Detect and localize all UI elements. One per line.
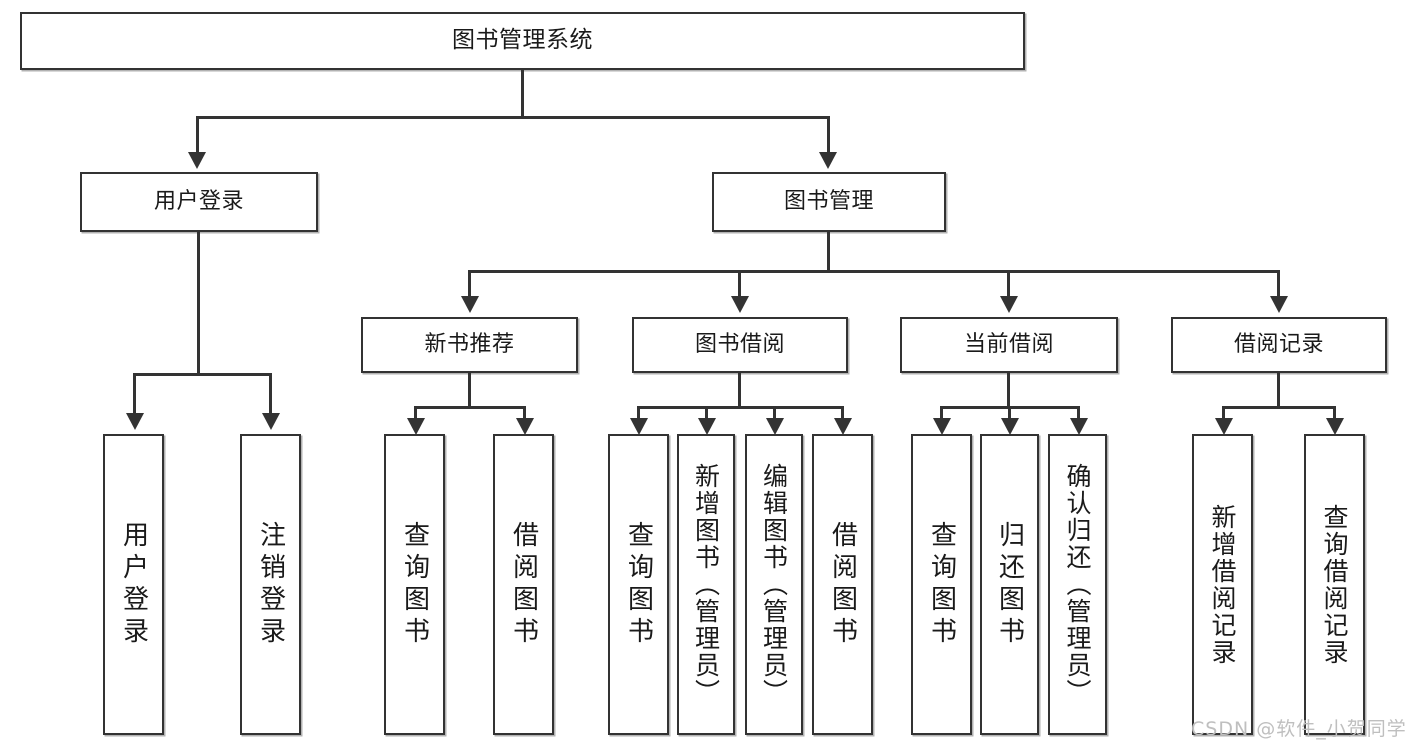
node-book-borrow[interactable]: 图书借阅 <box>632 317 848 373</box>
node-label: 新增借阅记录 <box>1208 503 1237 666</box>
edge-book-borrow-bus <box>637 406 844 409</box>
edge-bb-to-leaf-2 <box>705 406 708 422</box>
node-user-login[interactable]: 用户登录 <box>80 172 318 232</box>
edge-cb-to-leaf-1 <box>940 406 943 422</box>
edge-borrow-record-stem <box>1277 373 1280 408</box>
node-label: 图书管理系统 <box>452 27 593 54</box>
arrow-user-login-to-leaf-2 <box>262 413 280 430</box>
edge-to-new-book-recommend <box>468 270 471 298</box>
arrow-to-book-borrow <box>731 296 749 313</box>
node-label: 借阅图书 <box>508 520 539 649</box>
edge-to-borrow-record <box>1277 270 1280 298</box>
node-leaf-add-borrow-record[interactable]: 新增借阅记录 <box>1192 434 1253 735</box>
edge-root-to-user-login <box>196 116 199 154</box>
edge-new-book-recommend-stem <box>468 373 471 408</box>
watermark: CSDN @软件_小贺同学 <box>1191 718 1405 740</box>
arrow-to-borrow-record <box>1270 296 1288 313</box>
edge-root-bus <box>196 116 830 119</box>
node-label: 查询图书 <box>623 520 654 649</box>
node-leaf-borrow-book-2[interactable]: 借阅图书 <box>812 434 873 735</box>
node-leaf-logout-login[interactable]: 注销登录 <box>240 434 301 735</box>
node-label: 查询借阅记录 <box>1320 503 1349 666</box>
edge-current-borrow-stem <box>1007 373 1010 408</box>
node-leaf-return-book[interactable]: 归还图书 <box>980 434 1039 735</box>
node-label: 查询图书 <box>926 520 957 649</box>
node-leaf-query-book-1[interactable]: 查询图书 <box>384 434 445 735</box>
arrow-root-to-user-login <box>188 152 206 169</box>
edge-to-book-borrow <box>738 270 741 298</box>
arrow-bb-to-leaf-1 <box>630 418 648 435</box>
node-leaf-add-book[interactable]: 新增图书（管理员） <box>677 434 735 735</box>
edge-nbr-to-leaf-2 <box>523 406 526 422</box>
arrow-user-login-to-leaf-1 <box>126 413 144 430</box>
node-label: 新增图书（管理员） <box>691 463 721 706</box>
node-label: 用户登录 <box>118 520 149 649</box>
node-leaf-confirm-return[interactable]: 确认归还（管理员） <box>1048 434 1107 735</box>
arrow-bb-to-leaf-3 <box>766 418 784 435</box>
node-book-management[interactable]: 图书管理 <box>712 172 946 232</box>
edge-book-management-stem <box>827 232 830 272</box>
edge-br-to-leaf-1 <box>1222 406 1225 422</box>
node-leaf-query-book-3[interactable]: 查询图书 <box>911 434 972 735</box>
edge-borrow-record-bus <box>1222 406 1336 409</box>
edge-user-login-to-leaf-1 <box>133 373 136 415</box>
arrow-bb-to-leaf-2 <box>698 418 716 435</box>
node-system-root[interactable]: 图书管理系统 <box>20 12 1025 70</box>
node-label: 用户登录 <box>153 189 244 215</box>
node-label: 注销登录 <box>255 520 286 649</box>
node-leaf-edit-book[interactable]: 编辑图书（管理员） <box>745 434 803 735</box>
arrow-nbr-to-leaf-2 <box>516 418 534 435</box>
edge-cb-to-leaf-3 <box>1077 406 1080 422</box>
arrow-cb-to-leaf-3 <box>1070 418 1088 435</box>
arrow-br-to-leaf-2 <box>1326 418 1344 435</box>
node-label: 归还图书 <box>994 520 1025 649</box>
edge-level2-bus <box>468 270 1280 273</box>
edge-br-to-leaf-2 <box>1333 406 1336 422</box>
node-label: 确认归还（管理员） <box>1063 463 1092 706</box>
edge-root-to-book-management <box>827 116 830 154</box>
edge-nbr-to-leaf-1 <box>414 406 417 422</box>
edge-bb-to-leaf-4 <box>841 406 844 422</box>
edge-user-login-stem <box>197 232 200 375</box>
edge-to-current-borrow <box>1007 270 1010 298</box>
arrow-cb-to-leaf-1 <box>933 418 951 435</box>
node-label: 查询图书 <box>399 520 430 649</box>
node-leaf-user-login[interactable]: 用户登录 <box>103 434 164 735</box>
edge-bb-to-leaf-1 <box>637 406 640 422</box>
arrow-root-to-book-management <box>819 152 837 169</box>
node-label: 当前借阅 <box>963 332 1054 358</box>
node-borrow-record[interactable]: 借阅记录 <box>1171 317 1387 373</box>
edge-user-login-to-leaf-2 <box>269 373 272 415</box>
node-label: 借阅记录 <box>1233 332 1324 358</box>
node-leaf-query-book-2[interactable]: 查询图书 <box>608 434 669 735</box>
node-label: 图书管理 <box>783 189 874 215</box>
edge-cb-to-leaf-2 <box>1008 406 1011 422</box>
node-label: 编辑图书（管理员） <box>759 463 789 706</box>
node-label: 新书推荐 <box>424 332 515 358</box>
edge-root-stem <box>521 70 524 118</box>
arrow-to-new-book-recommend <box>461 296 479 313</box>
arrow-to-current-borrow <box>1000 296 1018 313</box>
edge-bb-to-leaf-3 <box>773 406 776 422</box>
node-new-book-recommend[interactable]: 新书推荐 <box>361 317 578 373</box>
arrow-cb-to-leaf-2 <box>1001 418 1019 435</box>
node-current-borrow[interactable]: 当前借阅 <box>900 317 1118 373</box>
arrow-nbr-to-leaf-1 <box>407 418 425 435</box>
edge-user-login-bus <box>133 373 272 376</box>
node-leaf-query-borrow-record[interactable]: 查询借阅记录 <box>1304 434 1365 735</box>
node-label: 图书借阅 <box>694 332 785 358</box>
node-label: 借阅图书 <box>827 520 858 649</box>
arrow-bb-to-leaf-4 <box>834 418 852 435</box>
edge-new-book-recommend-bus <box>414 406 526 409</box>
arrow-br-to-leaf-1 <box>1215 418 1233 435</box>
edge-book-borrow-stem <box>738 373 741 408</box>
node-leaf-borrow-book-1[interactable]: 借阅图书 <box>493 434 554 735</box>
